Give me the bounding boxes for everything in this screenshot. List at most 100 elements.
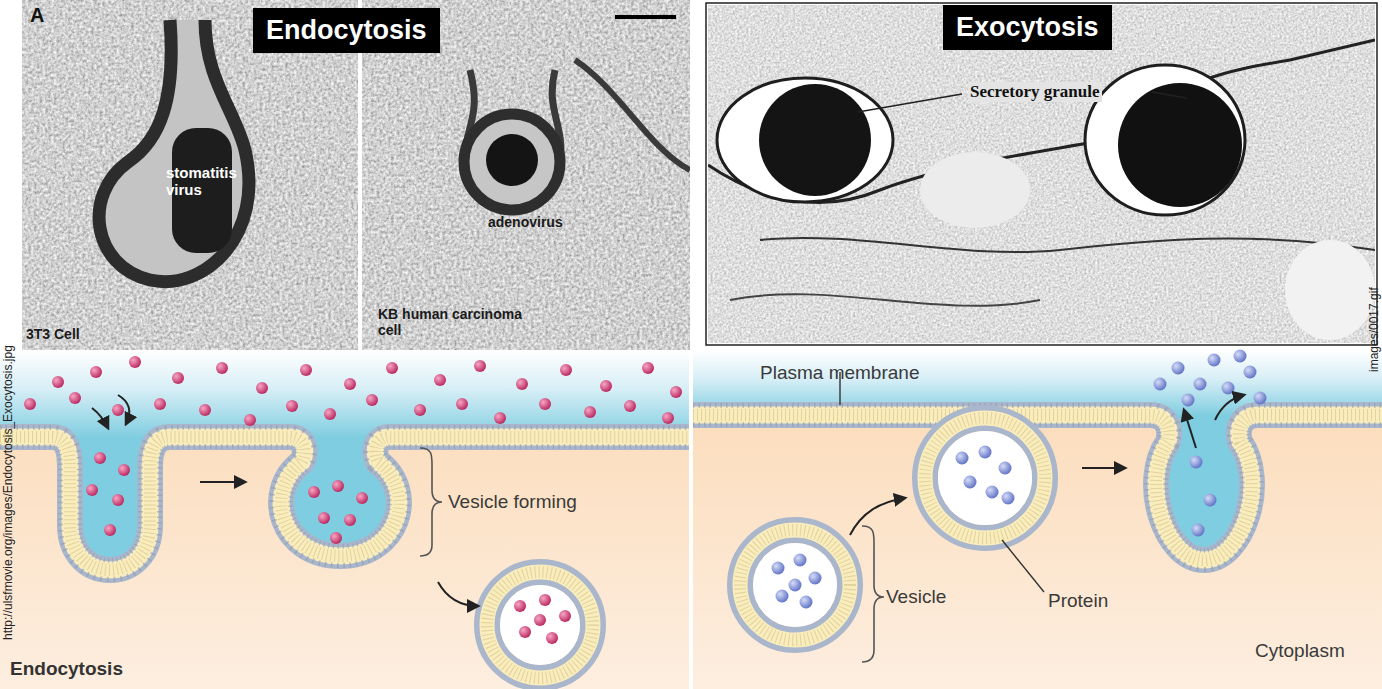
flow-arrow [118,395,129,424]
membrane-core [0,437,691,570]
protein [1254,392,1267,405]
protein [964,476,977,489]
protein [789,579,802,592]
cytoplasm [0,350,691,689]
membrane [730,294,1040,306]
molecule [584,406,596,418]
vesicle-heads [740,530,850,640]
protein [794,554,807,567]
part-label: Vesicle forming [448,491,577,513]
molecule [366,394,378,406]
molecule [244,414,256,426]
molecule [494,412,506,424]
vesicle-heads [925,418,1045,538]
molecule [112,494,124,506]
micrograph-label: stomatitis virus [166,164,248,198]
protein [1244,366,1257,379]
molecule [642,362,654,374]
membrane-dots [0,437,691,570]
protein [1192,524,1205,537]
title-text: Exocytosis [956,12,1099,43]
micrograph-label: KB human carcinoma cell [378,306,528,338]
membrane-heads [0,437,691,570]
protein [1208,354,1221,367]
molecule [24,398,36,410]
molecule [330,532,342,544]
protein [956,452,969,465]
molecule [308,486,320,498]
molecule [324,408,336,420]
molecule [600,380,612,392]
vacuole [1285,240,1375,340]
vacuole [920,152,1030,228]
protein [1190,456,1203,469]
vesicle-core [925,418,1045,538]
protein [809,572,822,585]
molecule [112,404,124,416]
molecule [154,398,166,410]
molecule [514,600,526,612]
protein [776,590,789,603]
protein [800,596,813,609]
molecule [344,514,356,526]
molecule [172,372,184,384]
molecule [256,382,268,394]
molecule [318,512,330,524]
molecules [24,356,682,644]
micrograph-ground [708,5,1375,343]
granule-halo [1085,65,1245,215]
molecule [344,378,356,390]
micrograph-label: adenovirus [488,214,563,230]
membrane-path [0,437,691,570]
bracket [420,448,442,556]
protein [979,446,992,459]
protein [1182,394,1195,407]
protein [999,462,1012,475]
protein [1234,350,1247,363]
molecule [456,398,468,410]
molecule [118,464,130,476]
protein [772,562,785,575]
vesicle-lumen [753,543,837,627]
divider [689,350,693,689]
molecule [86,484,98,496]
molecule [300,364,312,376]
molecule [624,400,636,412]
cytoplasm [691,350,1382,689]
vesicle-heads [487,572,593,678]
molecule [356,492,368,504]
step-arrow [200,481,245,483]
molecule [332,480,344,492]
molecule [216,362,228,374]
flow-arrow [1215,395,1244,420]
scale-bar [615,15,676,19]
diagram-caption: Endocytosis [10,658,123,680]
granule-halo [717,78,893,202]
molecule [519,626,531,638]
vesicle-lumen [938,431,1032,525]
molecule [386,362,398,374]
vesicle-core [740,530,850,640]
protein [1002,492,1015,505]
source-url: images/0017.gif [1367,287,1381,372]
molecule [90,366,102,378]
virus-particle [486,134,538,186]
panel-letter: A [30,4,44,27]
molecule [546,632,558,644]
molecule [539,594,551,606]
molecule [94,452,106,464]
protein [1172,362,1185,375]
leader-line [1152,92,1186,98]
part-label: Plasma membrane [760,362,919,384]
vesicle-lumen [500,585,580,665]
molecule [670,386,682,398]
membrane-pit [99,20,249,282]
step-arrow [1082,467,1125,469]
vesicle-tails [925,418,1045,538]
step-arrow [850,498,905,535]
coated-vesicle [464,114,560,210]
molecule [559,610,571,622]
part-label: Vesicle [886,586,946,608]
secretory-granule [1118,83,1242,207]
